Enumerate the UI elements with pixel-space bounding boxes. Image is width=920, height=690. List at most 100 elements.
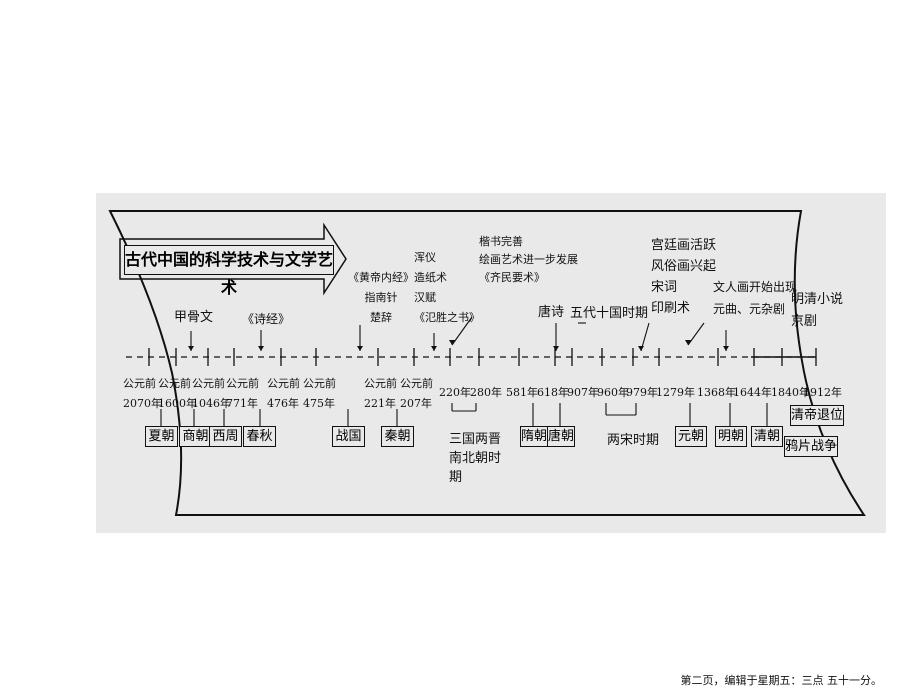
date-221bce: 公元前 221年 — [364, 374, 397, 414]
period-liangsong: 两宋时期 — [607, 433, 660, 448]
date-581: 581年 — [506, 386, 538, 399]
event-line: 宋词 — [651, 280, 678, 295]
connector-lines — [160, 316, 768, 426]
period-tang: 唐朝 — [547, 426, 575, 447]
timeline-ticks — [148, 348, 817, 366]
event-gongting: 宫廷画活跃 风俗画兴起 宋词 印刷术 — [651, 235, 716, 319]
date-line: 公元前 — [400, 377, 433, 390]
event-line: 楚辞 — [370, 311, 392, 324]
date-line: 公元前 — [303, 377, 336, 390]
connector-arrowhead — [449, 340, 455, 345]
date-1046bce: 公元前 1046年 — [192, 374, 231, 414]
period-qing: 清朝 — [751, 426, 783, 447]
event-line: 《氾胜之书》 — [414, 311, 480, 324]
date-line: 公元前 — [267, 377, 300, 390]
event-mingqing: 明清小说 京剧 — [791, 289, 843, 333]
event-line: 明清小说 — [791, 292, 844, 307]
period-xia: 夏朝 — [145, 426, 178, 447]
period-sui: 隋朝 — [520, 426, 548, 447]
event-line: 绘画艺术进一步发展 — [479, 253, 578, 266]
date-line: 771年 — [226, 397, 258, 410]
event-hunyi: 浑仪 造纸术 汉赋 《氾胜之书》 — [414, 248, 480, 328]
period-line: 南北朝时 — [449, 451, 502, 466]
date-960: 960年 — [597, 386, 629, 399]
event-line: 《齐民要术》 — [479, 271, 545, 284]
event-line: 京剧 — [791, 314, 818, 329]
event-line: 宫廷画活跃 — [651, 238, 717, 253]
period-shang: 商朝 — [179, 426, 212, 447]
connector-arrowhead — [638, 346, 644, 351]
event-line: 印刷术 — [651, 301, 691, 316]
event-wenrenhua: 文人画开始出现 元曲、元杂剧 — [713, 276, 797, 320]
connector-arrowhead — [188, 346, 194, 351]
diagram-title: 古代中国的科学技术与文学艺术 — [124, 245, 334, 297]
date-1600bce: 公元前 1600年 — [158, 374, 197, 414]
date-line: 221年 — [364, 397, 396, 410]
date-line: 公元前 — [192, 377, 225, 390]
title-arrow — [119, 222, 347, 296]
event-line: 汉赋 — [414, 291, 436, 304]
period-line: 期 — [449, 470, 463, 485]
date-line: 2070年 — [123, 397, 162, 410]
connector-arrowhead — [431, 346, 437, 351]
date-1279: 1279年 — [656, 386, 695, 399]
event-line: 文人画开始出现 — [713, 280, 798, 294]
event-huangdi: 《黄帝内经》 指南针 楚辞 — [348, 268, 414, 328]
timeline-panel: 古代中国的科学技术与文学艺术 甲骨文 《诗经》 《黄帝内经》 指南针 楚辞 浑仪… — [96, 193, 886, 533]
event-line: 浑仪 — [414, 251, 436, 264]
connector-line — [451, 316, 473, 346]
date-line: 1600年 — [158, 397, 197, 410]
date-line: 476年 — [267, 397, 299, 410]
period-yapian-zhanzheng: 鸦片战争 — [784, 436, 838, 457]
period-xizhou: 西周 — [209, 426, 242, 447]
connector-arrowhead — [723, 346, 729, 351]
date-line: 1046年 — [192, 397, 231, 410]
event-line: 指南针 — [364, 291, 398, 304]
connector-line — [687, 322, 705, 346]
connector-arrowhead — [258, 346, 264, 351]
date-771bce: 公元前 771年 — [226, 374, 259, 414]
event-line: 风俗画兴起 — [651, 259, 717, 274]
date-280: 280年 — [470, 386, 502, 399]
period-line: 三国两晋 — [449, 432, 502, 447]
event-line: 《黄帝内经》 — [348, 271, 414, 284]
date-1912: 1912年 — [803, 386, 842, 399]
period-zhanguo: 战国 — [332, 426, 365, 447]
event-shijing: 《诗经》 — [242, 312, 291, 326]
date-476bce: 公元前 476年 — [267, 374, 300, 414]
connector-arrowhead — [553, 346, 559, 351]
event-tangshi: 唐诗 — [538, 305, 565, 320]
date-line: 475年 — [303, 397, 335, 410]
event-kaishu: 楷书完善 绘画艺术进一步发展 《齐民要术》 — [479, 233, 578, 287]
date-220: 220年 — [439, 386, 471, 399]
date-475bce: 公元前 475年 — [303, 374, 336, 414]
date-1644: 1644年 — [733, 386, 772, 399]
event-wudai: 五代十国时期 — [570, 306, 649, 321]
period-qin: 秦朝 — [381, 426, 414, 447]
event-line: 造纸术 — [414, 271, 447, 284]
event-line: 楷书完善 — [479, 235, 523, 248]
slide-footer: 第二页，编辑于星期五：三点 五十一分。 — [680, 674, 883, 687]
date-1368: 1368年 — [697, 386, 736, 399]
date-618: 618年 — [537, 386, 569, 399]
period-chunqiu: 春秋 — [243, 426, 276, 447]
date-907: 907年 — [567, 386, 599, 399]
date-2070bce: 公元前 2070年 — [123, 374, 162, 414]
period-ming: 明朝 — [715, 426, 747, 447]
scroll-frame — [108, 210, 866, 516]
date-207bce: 公元前 207年 — [400, 374, 433, 414]
connector-arrowhead — [357, 346, 363, 351]
date-line: 207年 — [400, 397, 432, 410]
date-line: 公元前 — [123, 377, 156, 390]
period-sanguo: 三国两晋 南北朝时 期 — [449, 430, 501, 487]
date-line: 公元前 — [226, 377, 259, 390]
timeline-diagram — [108, 210, 866, 516]
connector-arrowhead — [685, 340, 691, 345]
period-qingdi-tuiwei: 清帝退位 — [790, 405, 844, 426]
event-line: 元曲、元杂剧 — [713, 302, 786, 316]
event-jiaguwen: 甲骨文 — [174, 310, 214, 325]
date-979: 979年 — [626, 386, 658, 399]
date-line: 公元前 — [158, 377, 191, 390]
date-line: 公元前 — [364, 377, 397, 390]
date-1840: 1840年 — [771, 386, 810, 399]
